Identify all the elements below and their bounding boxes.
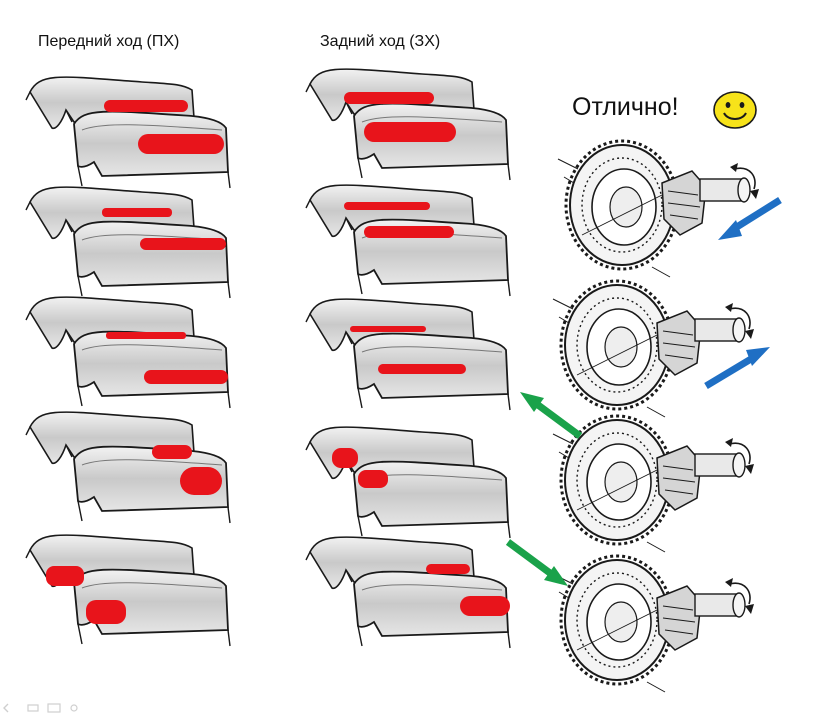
- contact-patch: [332, 448, 358, 468]
- contact-patch: [344, 202, 430, 210]
- forward-row-4: [25, 411, 231, 524]
- contact-patch: [460, 596, 510, 616]
- forward-row-5: [25, 534, 231, 647]
- forward-heading: Передний ход (ПХ): [38, 33, 180, 50]
- forward-row-1: [25, 76, 231, 189]
- contact-patch: [364, 226, 454, 238]
- reverse-heading: Задний ход (ЗХ): [320, 33, 441, 50]
- gear-set-4: [551, 554, 756, 694]
- contact-patch: [138, 134, 224, 154]
- gear-set-3: [551, 414, 756, 554]
- contact-patch: [106, 332, 186, 339]
- slide-controls[interactable]: [0, 700, 90, 716]
- slides-icon: [47, 703, 61, 713]
- contact-patch: [364, 122, 456, 142]
- gear-set-1: [556, 139, 761, 279]
- contact-patch: [426, 564, 470, 574]
- forward-row-3: [25, 296, 231, 409]
- reverse-row-4: [305, 426, 511, 539]
- prev-icon: [3, 703, 9, 713]
- gear-set-2: [551, 279, 756, 419]
- green-arrow-down-right: [505, 539, 568, 586]
- verdict-label: Отлично!: [572, 93, 679, 121]
- pen-icon: [27, 704, 39, 712]
- reverse-row-5: [305, 536, 511, 649]
- contact-patch: [350, 326, 426, 332]
- contact-patch: [344, 92, 434, 104]
- contact-patch: [378, 364, 466, 374]
- contact-patch: [144, 370, 228, 384]
- contact-patch: [358, 470, 388, 488]
- reverse-row-3: [305, 298, 511, 411]
- blue-arrow-outward: [704, 347, 770, 390]
- forward-row-2: [25, 186, 231, 299]
- smiley-face-icon: [713, 91, 757, 129]
- contact-patch: [140, 238, 226, 250]
- reverse-row-1: [305, 68, 511, 181]
- contact-patch: [152, 445, 192, 459]
- green-arrow-up-left: [520, 392, 583, 439]
- contact-patch: [86, 600, 126, 624]
- reverse-row-2: [305, 184, 511, 297]
- contact-patch: [102, 208, 172, 217]
- contact-patch: [104, 100, 188, 112]
- contact-patch: [180, 467, 222, 495]
- contact-patch: [46, 566, 84, 586]
- blue-arrow-inward: [718, 197, 782, 240]
- more-icon: [70, 704, 78, 712]
